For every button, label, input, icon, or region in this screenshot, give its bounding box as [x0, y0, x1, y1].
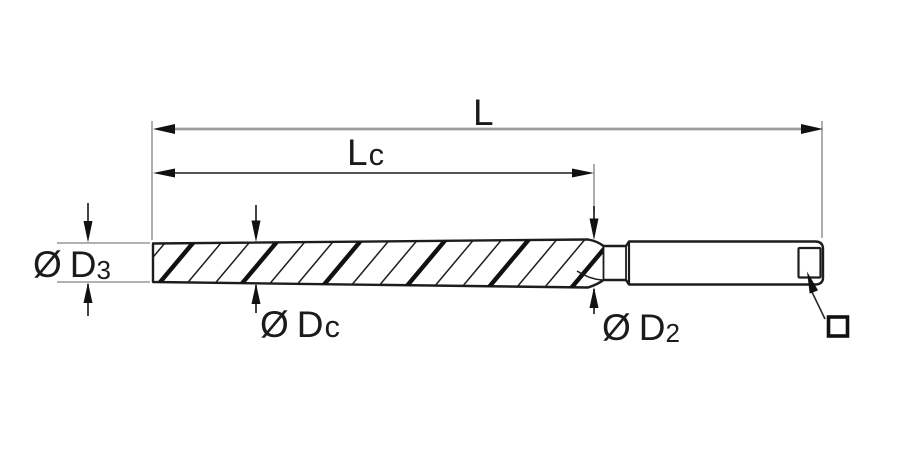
leader-arrowhead-icon: [807, 271, 819, 294]
dimension-overall-length: L: [153, 92, 823, 134]
arrowhead-up-icon: [251, 283, 261, 304]
arrowhead-up-icon: [83, 282, 93, 303]
hatch-line: [428, 239, 482, 288]
square-drive-flat: [797, 246, 822, 279]
hatch-line: [482, 239, 538, 288]
label-overall-length: L: [473, 92, 494, 133]
hatch-line: [539, 239, 593, 288]
label-cutting-length: Lc: [347, 132, 384, 173]
leader-line: [811, 291, 826, 320]
flute-runout-curve: [576, 270, 603, 281]
tool-body: [151, 238, 825, 289]
arrowhead-left-icon: [153, 124, 175, 134]
dimension-cutting-length: Lc: [153, 132, 594, 178]
arrowhead-right-icon: [801, 124, 823, 134]
square-symbol-icon: [826, 315, 850, 338]
arrowhead-down-icon: [251, 220, 261, 242]
square-drive-callout: [807, 271, 850, 338]
arrowhead-right-icon: [572, 168, 594, 178]
hatch-line: [511, 239, 565, 288]
tool-silhouette: [151, 238, 825, 289]
hatch-line: [399, 239, 455, 288]
arrowhead-up-icon: [589, 287, 599, 308]
hatch-line: [565, 239, 604, 288]
extension-lines: [57, 121, 823, 283]
hatch-line: [456, 239, 510, 288]
arrowhead-down-icon: [83, 221, 93, 243]
arrowhead-down-icon: [589, 218, 599, 240]
hatch-line: [372, 239, 426, 288]
arrowhead-left-icon: [153, 168, 175, 178]
